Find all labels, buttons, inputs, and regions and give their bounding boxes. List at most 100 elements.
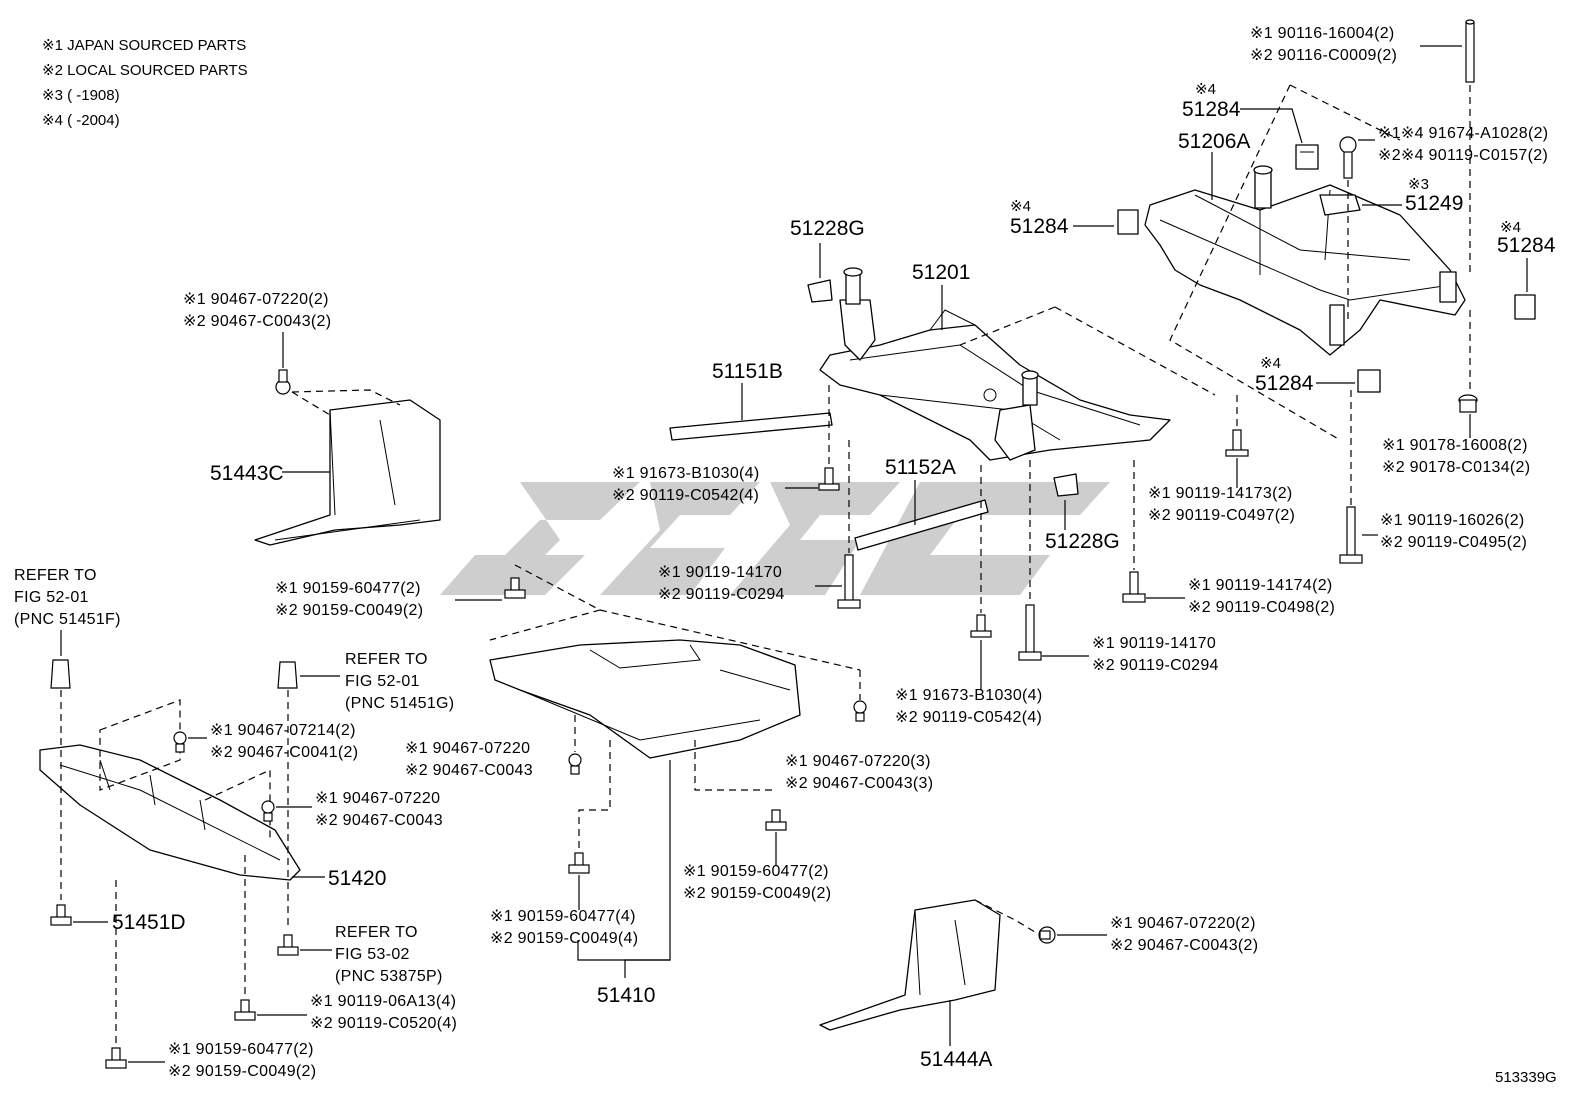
callout-c08-line2: ※2 90119-C0542(4) — [612, 487, 759, 504]
label-51443C: 51443C — [210, 462, 284, 485]
label-51420: 51420 — [328, 867, 386, 890]
note-1: ※1 JAPAN SOURCED PARTS — [42, 37, 246, 54]
callout-c02-line2: ※2※4 90119-C0157(2) — [1378, 147, 1548, 164]
label-51284-a: 51284 — [1182, 98, 1241, 121]
callout-c03-line1: ※1 90178-16008(2) — [1382, 437, 1528, 454]
label-51206A: 51206A — [1178, 130, 1250, 153]
callout-c15-line2: ※2 90467-C0043 — [405, 762, 533, 779]
callout-c19-line1: ※1 90119-06A13(4) — [310, 993, 456, 1010]
callout-c16-line1: ※1 90467-07220(3) — [785, 753, 931, 770]
note-51284-d: ※4 — [1260, 355, 1281, 372]
refer-r2-line2: FIG 52-01 — [345, 673, 420, 690]
callout-c02-line1: ※1※4 91674-A1028(2) — [1378, 125, 1548, 142]
label-51249: 51249 — [1405, 192, 1463, 215]
callout-c09-line1: ※1 90119-14170 — [1092, 635, 1216, 652]
bolt-91673-lower — [970, 614, 992, 638]
callout-c13-line2: ※2 90467-C0041(2) — [210, 744, 358, 761]
spoiler-51420 — [39, 744, 301, 881]
callout-c20-line1: ※1 90159-60477(2) — [168, 1041, 314, 1058]
refer-r1-line3: (PNC 51451F) — [14, 611, 121, 628]
note-51284-a: ※4 — [1195, 81, 1216, 98]
callout-c14-line1: ※1 90467-07220 — [315, 790, 440, 807]
clip-51284-left — [1117, 209, 1139, 235]
callout-c12-line2: ※2 90159-C0049(2) — [275, 602, 423, 619]
brace-51152A — [854, 499, 989, 551]
clip-51284-bottom — [1357, 369, 1381, 393]
clip-90467-spoiler-b — [261, 800, 275, 822]
callout-c06-line2: ※2 90119-C0498(2) — [1188, 599, 1335, 616]
clip-90467-cover-a — [568, 753, 582, 775]
callout-c07-line1: ※1 90119-14170 — [658, 564, 782, 581]
callout-c10-line2: ※2 90119-C0542(4) — [895, 709, 1042, 726]
stud-90116 — [1465, 19, 1475, 83]
callout-c01-line2: ※2 90116-C0009(2) — [1250, 47, 1397, 64]
label-51284-b: 51284 — [1010, 215, 1069, 238]
callout-c17-line1: ※1 90159-60477(2) — [683, 863, 829, 880]
legend-notes: ※1 JAPAN SOURCED PARTS ※2 LOCAL SOURCED … — [42, 37, 248, 129]
bolt-90119-16026 — [1339, 506, 1363, 564]
clip-refer-51451G — [277, 661, 298, 689]
callout-c04-line2: ※2 90119-C0495(2) — [1380, 534, 1527, 551]
callout-c01-line1: ※1 90116-16004(2) — [1250, 25, 1395, 42]
callout-c04-line1: ※1 90119-16026(2) — [1380, 512, 1525, 529]
label-51451D: 51451D — [112, 911, 186, 934]
callout-c11-line1: ※1 90467-07220(2) — [183, 291, 329, 308]
bolt-90159-spoiler — [105, 1047, 127, 1069]
bracket-51228G-top — [807, 279, 833, 303]
bracket-51228G-bottom — [1053, 473, 1079, 497]
callout-c13-line1: ※1 90467-07214(2) — [210, 722, 356, 739]
bolt-90119-14170-left — [837, 554, 861, 609]
callout-c18-line2: ※2 90159-C0049(4) — [490, 930, 638, 947]
label-51228G-bottom: 51228G — [1045, 530, 1120, 553]
clip-90467-right — [1038, 926, 1056, 944]
callout-c07-line2: ※2 90119-C0294 — [658, 586, 785, 603]
brace-51151B — [669, 412, 833, 441]
bolt-90159-cover-left — [568, 852, 590, 874]
fender-shield-51444A — [819, 899, 1001, 1031]
callout-c14-line2: ※2 90467-C0043 — [315, 812, 443, 829]
label-51151B: 51151B — [712, 360, 783, 383]
label-51284-c: 51284 — [1497, 234, 1556, 257]
fender-shield-51443C — [254, 399, 441, 546]
callout-c11-line2: ※2 90467-C0043(2) — [183, 313, 331, 330]
note-51284-c: ※4 — [1500, 219, 1521, 236]
clip-51284-top — [1295, 144, 1319, 170]
note-2: ※2 LOCAL SOURCED PARTS — [42, 62, 248, 79]
refer-r3-line1: REFER TO — [335, 924, 418, 941]
callout-c03-line2: ※2 90178-C0134(2) — [1382, 459, 1530, 476]
callout-c21-line1: ※1 90467-07220(2) — [1110, 915, 1256, 932]
bolt-90159-cover-right — [765, 809, 787, 831]
refer-r3-line3: (PNC 53875P) — [335, 968, 443, 985]
clip-refer-51451F — [50, 659, 71, 689]
refer-r1-line2: FIG 52-01 — [14, 589, 89, 606]
callout-c09-line2: ※2 90119-C0294 — [1092, 657, 1219, 674]
bolt-90119-06A13 — [234, 999, 256, 1021]
callout-c10-line1: ※1 91673-B1030(4) — [895, 687, 1043, 704]
note-3: ※3 ( -1908) — [42, 87, 120, 104]
label-51444A: 51444A — [920, 1048, 992, 1071]
callout-c16-line2: ※2 90467-C0043(3) — [785, 775, 933, 792]
clip-90467-top-left — [275, 369, 291, 395]
clip-90467-spoiler-a — [173, 731, 187, 753]
label-51228G-top: 51228G — [790, 217, 865, 240]
callout-c12-line1: ※1 90159-60477(2) — [275, 580, 421, 597]
note-51249: ※3 — [1408, 176, 1429, 193]
refer-r2-line3: (PNC 51451G) — [345, 695, 454, 712]
stopper-51249 — [1319, 194, 1361, 216]
front-suspension-member — [819, 267, 1171, 461]
clip-refer-53875P — [277, 934, 299, 956]
refer-r2-line1: REFER TO — [345, 651, 428, 668]
label-51152A: 51152A — [885, 456, 956, 479]
note-4: ※4 ( -2004) — [42, 112, 120, 129]
bolt-90119-14173 — [1225, 429, 1249, 457]
clip-51284-right — [1514, 294, 1536, 320]
label-51201: 51201 — [912, 261, 970, 284]
bolt-90159-cover-top — [504, 577, 526, 599]
refer-r3-line2: FIG 53-02 — [335, 946, 410, 963]
bolt-91674 — [1339, 136, 1357, 179]
callout-c19-line2: ※2 90119-C0520(4) — [310, 1015, 457, 1032]
label-51284-d: 51284 — [1255, 372, 1314, 395]
callout-c08-line1: ※1 91673-B1030(4) — [612, 465, 760, 482]
callout-c17-line2: ※2 90159-C0049(2) — [683, 885, 831, 902]
